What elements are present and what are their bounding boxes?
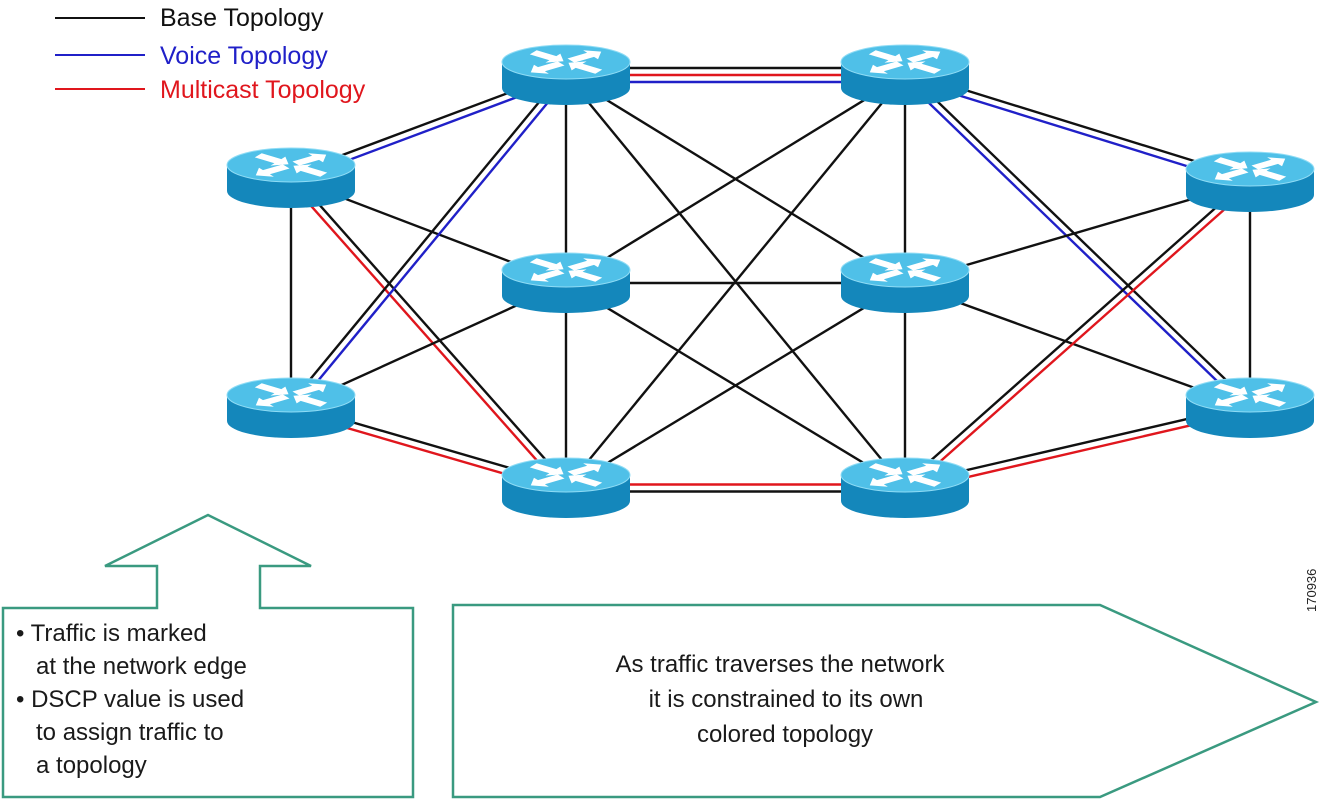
link-core-b-top-edge-right-bottom-voice	[901, 76, 1249, 412]
router-core-b-top	[840, 44, 970, 105]
router-icon	[1213, 157, 1287, 181]
callout-edge-line-5: a topology	[16, 752, 147, 779]
link-edge-left-bottom-core-a-top-voice	[292, 76, 570, 411]
router-icon	[1213, 383, 1287, 407]
router-icon	[529, 463, 603, 487]
router-icon	[868, 463, 942, 487]
link-edge-left-top-core-a-bottom-base	[292, 174, 570, 487]
figure-id: 170936	[1304, 569, 1319, 612]
router-edge-left-top	[226, 147, 356, 208]
router-icon	[529, 50, 603, 74]
link-core-b-top-edge-right-bottom-base	[906, 71, 1254, 407]
callout-edge-line-4: to assign traffic to	[16, 719, 224, 746]
callout-core-line-3: colored topology	[697, 721, 873, 748]
router-edge-right-bottom	[1185, 377, 1315, 438]
link-core-b-bottom-edge-right-top-multicast	[906, 183, 1254, 492]
router-core-a-bottom	[501, 457, 631, 518]
link-edge-left-bottom-core-a-top-base	[287, 72, 565, 407]
router-core-b-middle	[840, 252, 970, 313]
router-icon	[868, 50, 942, 74]
link-core-a-middle-core-b-top-base	[565, 73, 906, 285]
link-core-a-bottom-core-b-middle-base	[565, 281, 906, 490]
link-edge-left-top-core-a-bottom-multicast	[287, 179, 565, 492]
callout-core: As traffic traverses the network it is c…	[451, 603, 1320, 799]
callout-edge-arrow	[1, 513, 415, 799]
legend: Base Topology Voice Topology Multicast T…	[55, 4, 366, 104]
callout-edge: • Traffic is marked at the network edge …	[1, 513, 415, 799]
link-core-b-bottom-edge-right-top-base	[901, 178, 1249, 487]
router-icon	[868, 258, 942, 282]
router-edge-left-bottom	[226, 377, 356, 438]
callout-edge-line-1: • Traffic is marked	[16, 620, 207, 647]
router-core-a-middle	[501, 252, 631, 313]
legend-label-base: Base Topology	[160, 4, 324, 32]
callout-core-arrow	[451, 603, 1320, 799]
router-icon	[254, 383, 328, 407]
router-core-b-bottom	[840, 457, 970, 518]
legend-label-multicast: Multicast Topology	[160, 76, 366, 104]
router-icon	[529, 258, 603, 282]
router-icon	[254, 153, 328, 177]
legend-label-voice: Voice Topology	[160, 42, 328, 70]
router-core-a-top	[501, 44, 631, 105]
routers-layer	[226, 44, 1315, 518]
callout-edge-line-3: • DSCP value is used	[16, 686, 244, 713]
callout-core-line-1: As traffic traverses the network	[615, 651, 945, 678]
router-edge-right-top	[1185, 151, 1315, 212]
callout-edge-line-2: at the network edge	[16, 653, 247, 680]
callout-core-line-2: it is constrained to its own	[649, 686, 924, 713]
links-layer	[287, 66, 1254, 493]
link-core-a-bottom-core-b-top-base	[565, 74, 906, 489]
